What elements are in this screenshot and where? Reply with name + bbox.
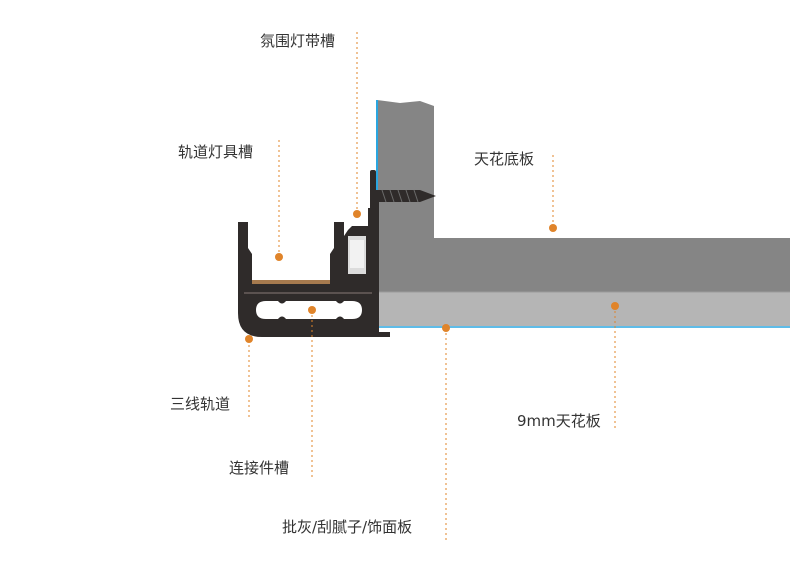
label-finish-layer: 批灰/刮腻子/饰面板 bbox=[282, 518, 413, 536]
track-light-slot-channel bbox=[256, 248, 326, 276]
label-three-wire-track: 三线轨道 bbox=[170, 395, 231, 413]
ambient-slot-diffuser bbox=[350, 240, 364, 268]
ceiling-base-board-shape bbox=[377, 100, 790, 292]
leader-lines bbox=[248, 32, 616, 540]
label-ceiling-base-board: 天花底板 bbox=[474, 150, 535, 168]
label-track-light-slot: 轨道灯具槽 bbox=[178, 143, 254, 161]
ceiling-board-9mm-shape bbox=[377, 292, 790, 326]
label-connector-slot: 连接件槽 bbox=[229, 459, 290, 477]
leader-dots bbox=[245, 210, 619, 343]
screw-thread-icon bbox=[381, 189, 419, 203]
label-ceiling-board-9mm: 9mm天花板 bbox=[517, 412, 601, 430]
screw-head-icon bbox=[370, 170, 376, 210]
track-contact-strip bbox=[252, 280, 330, 284]
label-ambient-slot: 氛围灯带槽 bbox=[260, 32, 336, 50]
